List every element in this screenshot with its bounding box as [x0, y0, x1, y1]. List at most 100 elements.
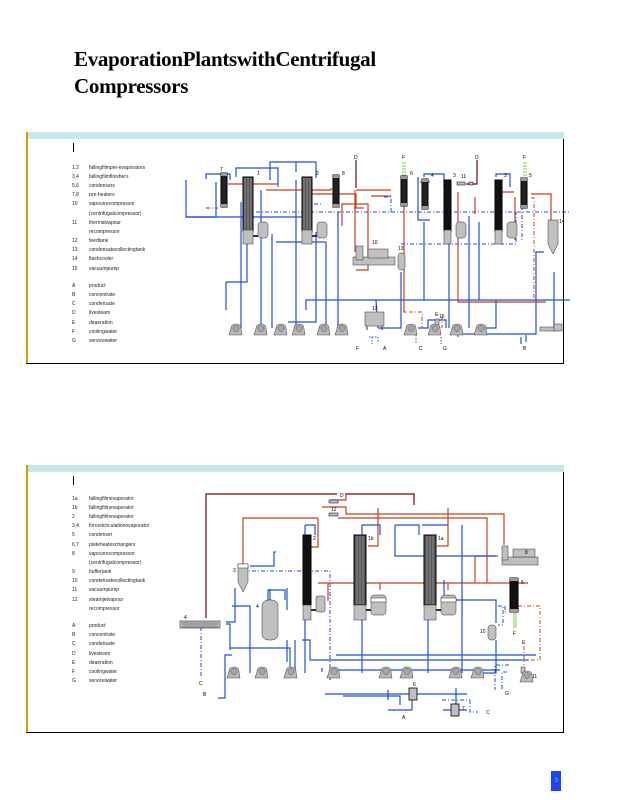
vapour-lines — [242, 494, 528, 601]
flash-cooler-14 — [547, 219, 559, 255]
svg-text:C: C — [419, 346, 423, 352]
pump-icon — [448, 666, 463, 679]
svg-text:F: F — [356, 346, 359, 352]
pump-icon — [273, 323, 288, 336]
process-diagram-1: 7 1 2 8 6 4 3 3 5 11 10 12 13 14 15 D D … — [185, 155, 571, 352]
svg-text:7: 7 — [462, 706, 465, 712]
pump-icon — [254, 666, 269, 679]
title-line-1: EvaporationPlantswithCentrifugal — [74, 47, 376, 71]
pump-icon — [399, 666, 414, 679]
svg-text:2: 2 — [313, 536, 316, 542]
legend-row: recompressor — [89, 228, 120, 235]
svg-text:5: 5 — [529, 173, 532, 179]
finisher-3 — [443, 179, 467, 245]
dotted-lines — [369, 335, 442, 344]
vapour-dashed — [518, 605, 541, 665]
evaporator-2 — [301, 176, 328, 245]
panel-marker — [73, 143, 74, 152]
svg-text:14: 14 — [559, 219, 565, 225]
svg-text:4: 4 — [431, 173, 434, 179]
svg-text:8: 8 — [342, 171, 345, 177]
svg-text:A: A — [402, 715, 406, 721]
svg-text:B: B — [523, 346, 527, 352]
svg-text:3: 3 — [453, 173, 456, 179]
svg-text:15: 15 — [439, 314, 445, 320]
vacuum-pump-11 — [519, 666, 534, 683]
preheater-8 — [332, 174, 340, 208]
cooling-lines — [402, 162, 527, 176]
process-diagram-2: D 12 2 1b 1a 3 4 4 8 5 10 11 6 7 F E G C… — [179, 493, 541, 721]
svg-text:13: 13 — [398, 246, 404, 252]
condenser-6 — [400, 175, 408, 207]
feed-tank-12 — [364, 311, 385, 330]
panel-right-border — [563, 139, 564, 364]
pump-icon — [326, 666, 341, 679]
svg-text:F: F — [402, 155, 405, 161]
pump-icon — [334, 323, 349, 336]
pump-icon — [403, 323, 418, 336]
plate-heat-exchanger-7 — [450, 703, 460, 717]
thermal-vapour-recompressor-11 — [456, 181, 474, 186]
svg-text:3: 3 — [233, 568, 236, 574]
panel-bottom-border — [26, 732, 564, 733]
condenser-6-plate — [179, 620, 221, 629]
evaporator-1b — [353, 534, 387, 621]
plate-heat-exchanger-6 — [408, 687, 418, 701]
svg-text:7: 7 — [220, 167, 223, 173]
legend-row: (centrifugalcompressor) — [89, 210, 142, 217]
svg-text:12: 12 — [372, 306, 378, 312]
svg-text:8: 8 — [525, 550, 528, 556]
pump-icon — [473, 323, 488, 336]
pump-icon — [316, 323, 331, 336]
svg-text:4: 4 — [184, 615, 187, 621]
svg-text:6: 6 — [413, 682, 416, 688]
pump-icon — [470, 666, 485, 679]
panel-right-border — [563, 472, 564, 733]
svg-text:1b: 1b — [368, 536, 374, 542]
legend-row: (centrifugalcompressor) — [89, 559, 142, 566]
svg-text:1: 1 — [257, 171, 260, 177]
vapour-recompressor-10 — [352, 245, 396, 266]
svg-text:4: 4 — [256, 604, 259, 610]
preheater-7 — [220, 172, 228, 208]
svg-text:D: D — [340, 493, 344, 499]
panel-marker — [73, 476, 74, 485]
pump-icon — [291, 323, 306, 336]
condenser-small — [421, 178, 429, 210]
svg-text:12: 12 — [331, 507, 337, 513]
evaporator-1 — [242, 176, 269, 245]
svg-text:2: 2 — [316, 171, 319, 177]
pumps — [226, 666, 485, 679]
vapour-recompressor-8 — [501, 545, 539, 566]
title-line-2: Compressors — [74, 74, 189, 98]
svg-text:A: A — [383, 346, 387, 352]
svg-text:C: C — [486, 710, 490, 716]
pumps — [228, 323, 488, 336]
panel-left-border — [26, 132, 28, 364]
page-number-badge: 3 — [551, 771, 561, 791]
evaporator-1a — [423, 534, 457, 621]
buffer-tank-3 — [237, 563, 249, 593]
condensate-tank-10 — [487, 624, 497, 641]
svg-text:C: C — [199, 681, 203, 687]
